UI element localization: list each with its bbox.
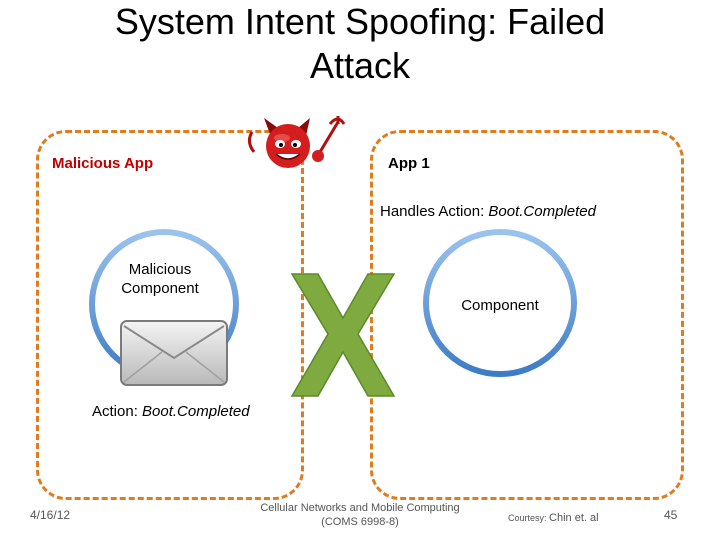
footer-course: Cellular Networks and Mobile Computing (… bbox=[250, 501, 470, 529]
slide-title-line2: Attack bbox=[309, 45, 411, 86]
app1-box bbox=[370, 130, 684, 500]
malicious-action-prefix: Action: bbox=[92, 403, 143, 420]
footer-courtesy-prefix: Courtesy: bbox=[508, 513, 550, 523]
slide-title-line1: System Intent Spoofing: Failed bbox=[114, 1, 606, 42]
malicious-component-line1: Malicious bbox=[128, 261, 192, 278]
slide-title: System Intent Spoofing: Failed Attack bbox=[60, 0, 660, 88]
devil-icon bbox=[247, 116, 346, 168]
malicious-action-value: Boot.Completed bbox=[142, 403, 250, 420]
handles-action-prefix: Handles Action: bbox=[380, 203, 489, 220]
footer-page-number: 45 bbox=[664, 508, 678, 522]
app1-label: App 1 bbox=[388, 155, 430, 172]
handles-action-text: Handles Action: Boot.Completed bbox=[380, 203, 596, 220]
malicious-component-label: Malicious Component bbox=[100, 260, 220, 298]
footer-date: 4/16/12 bbox=[30, 508, 71, 522]
malicious-app-label: Malicious App bbox=[52, 155, 154, 172]
malicious-app-box bbox=[36, 130, 304, 500]
envelope-icon bbox=[120, 320, 228, 386]
handles-action-value: Boot.Completed bbox=[488, 203, 596, 220]
footer-courtesy-name: Chin et. al bbox=[549, 512, 599, 524]
footer-course-line2: (COMS 6998-8) bbox=[321, 516, 399, 528]
footer-courtesy: Courtesy: Chin et. al bbox=[508, 512, 599, 524]
app1-component-label: Component bbox=[461, 297, 539, 314]
footer-course-line1: Cellular Networks and Mobile Computing bbox=[260, 502, 460, 514]
malicious-action-text: Action: Boot.Completed bbox=[92, 403, 250, 420]
app1-component-circle bbox=[423, 229, 577, 377]
malicious-component-line2: Component bbox=[121, 280, 199, 297]
x-mark-icon bbox=[290, 273, 396, 397]
